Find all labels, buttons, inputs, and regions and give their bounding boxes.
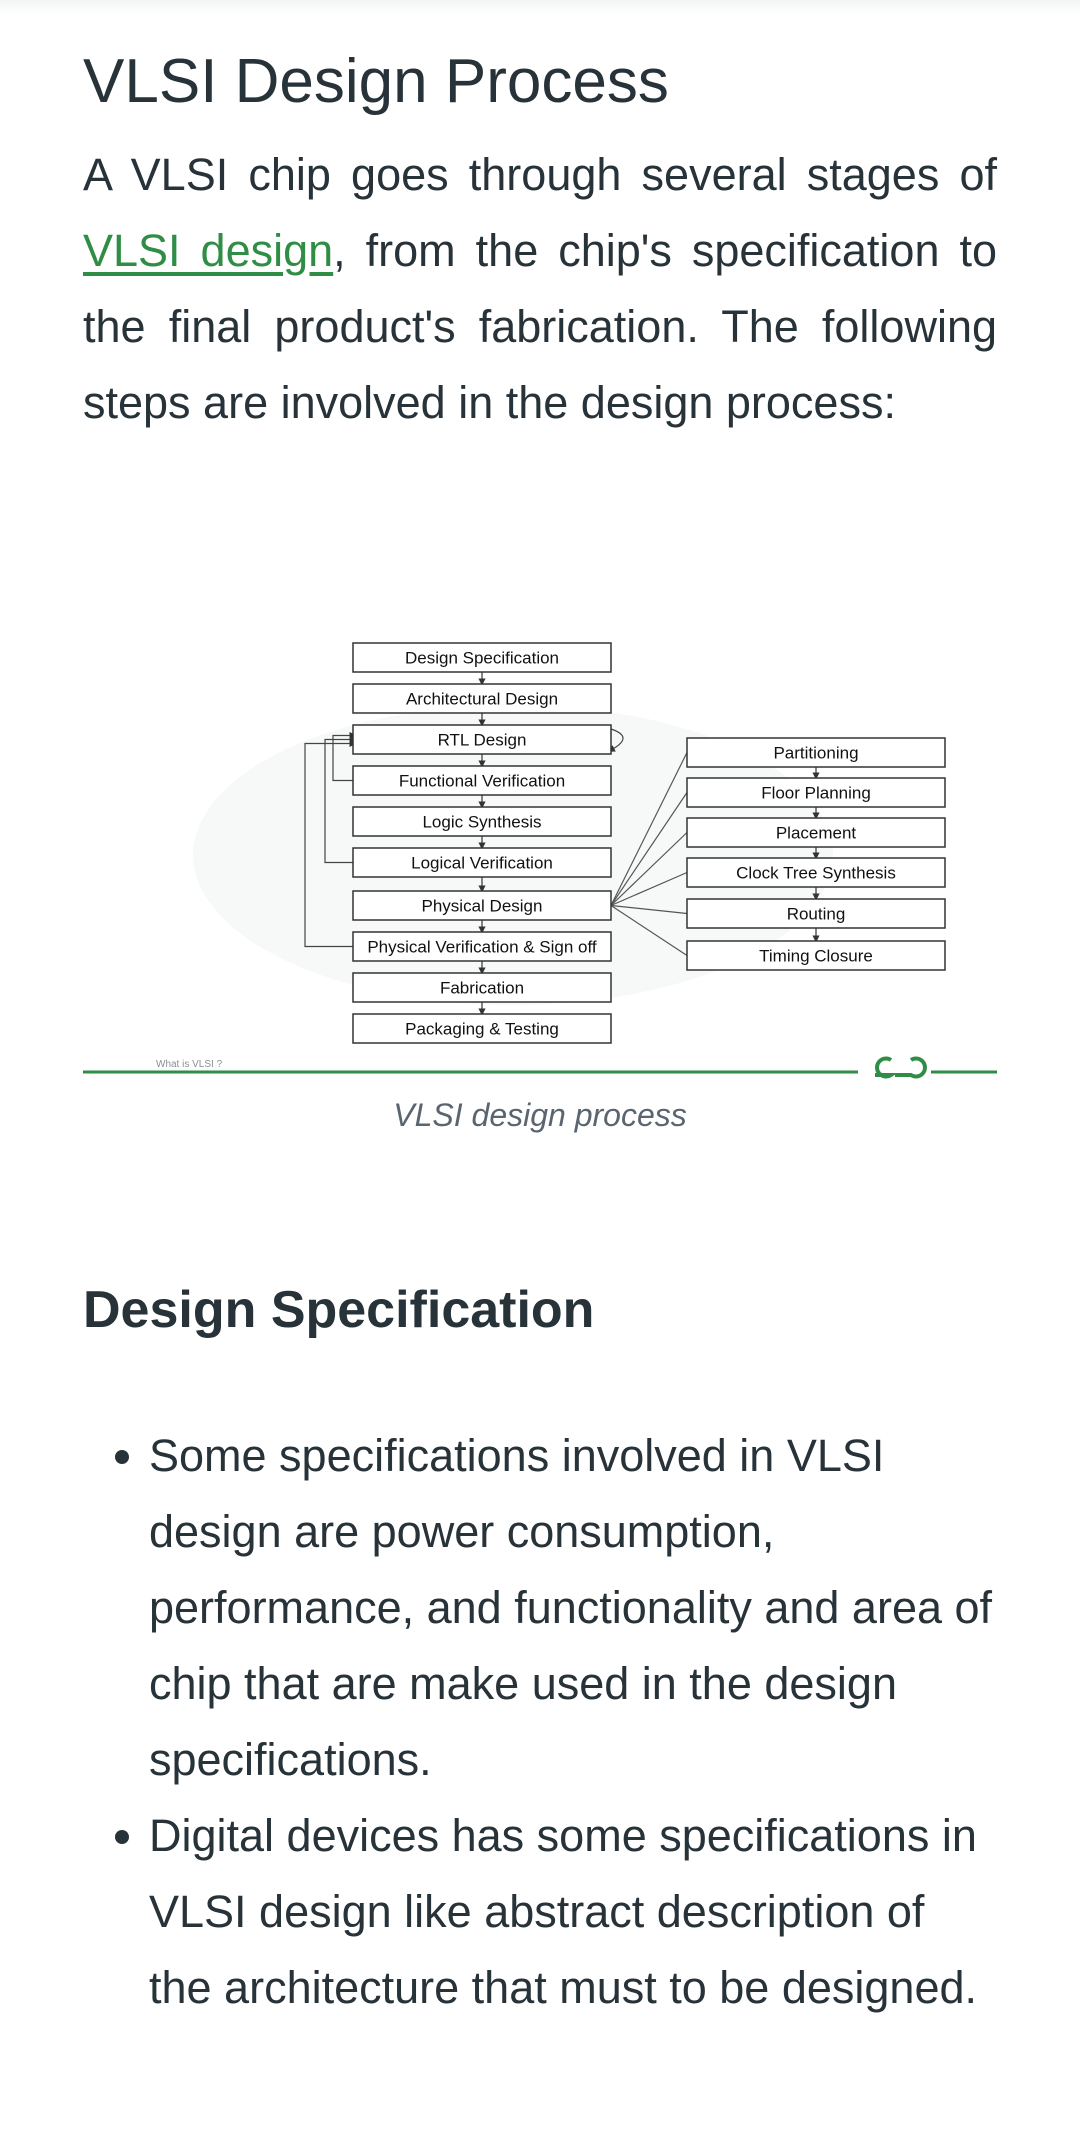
pd-step-routing: Routing <box>686 898 946 929</box>
list-item: Digital devices has some specifications … <box>83 1798 997 2026</box>
step-physical-verification-sign-off: Physical Verification & Sign off <box>352 931 612 962</box>
step-fabrication-box <box>352 972 612 1003</box>
pd-fanout-line <box>610 904 688 957</box>
list-item: Some specifications involved in VLSI des… <box>83 1418 997 1798</box>
vlsi-design-link[interactable]: VLSI design <box>83 225 334 276</box>
pd-step-placement-box <box>686 817 946 848</box>
pd-step-floor-planning-box <box>686 777 946 808</box>
pd-step-floor-planning: Floor Planning <box>686 777 946 808</box>
figure-watermark: What is VLSI ? <box>156 1059 223 1070</box>
pd-step-timing-closure-label: Timing Closure <box>759 947 873 966</box>
section-heading-design-specification: Design Specification <box>83 1281 595 1339</box>
step-design-specification-label: Design Specification <box>405 649 559 668</box>
step-rtl-design-label: RTL Design <box>438 731 527 750</box>
step-fabrication-label: Fabrication <box>440 979 524 998</box>
pd-step-clock-tree-synthesis-label: Clock Tree Synthesis <box>736 864 896 883</box>
pd-fanout-line <box>610 832 688 906</box>
step-rtl-design-box <box>352 724 612 755</box>
pd-step-placement: Placement <box>686 817 946 848</box>
pd-step-timing-closure: Timing Closure <box>686 940 946 971</box>
step-design-specification-box <box>352 642 612 673</box>
step-physical-verification-sign-off-label: Physical Verification & Sign off <box>367 938 597 957</box>
pd-step-timing-closure-box <box>686 940 946 971</box>
rtl-self-loop <box>607 728 624 752</box>
step-logical-verification: Logical Verification <box>352 847 612 878</box>
step-fabrication: Fabrication <box>352 972 612 1003</box>
pd-step-clock-tree-synthesis: Clock Tree Synthesis <box>686 857 946 888</box>
pd-fanout-line <box>610 871 688 907</box>
pd-fanout-line <box>610 792 688 906</box>
pd-step-partitioning-label: Partitioning <box>773 744 858 763</box>
step-functional-verification-box <box>352 765 612 796</box>
step-logic-synthesis: Logic Synthesis <box>352 806 612 837</box>
step-packaging-testing-box <box>352 1013 612 1044</box>
step-physical-verification-sign-off-box <box>352 931 612 962</box>
step-functional-verification: Functional Verification <box>352 765 612 796</box>
pd-step-routing-box <box>686 898 946 929</box>
step-architectural-design: Architectural Design <box>352 683 612 714</box>
intro-text-after-link: , from the chip's specification to the f… <box>83 225 998 428</box>
pd-step-placement-label: Placement <box>776 824 857 843</box>
pd-step-partitioning: Partitioning <box>686 737 946 768</box>
step-physical-design: Physical Design <box>352 890 612 921</box>
feedback-loop-functional <box>332 731 357 782</box>
step-packaging-testing: Packaging & Testing <box>352 1013 612 1044</box>
intro-paragraph: A VLSI chip goes through several stages … <box>83 137 997 441</box>
step-logic-synthesis-label: Logic Synthesis <box>422 813 541 832</box>
step-functional-verification-label: Functional Verification <box>399 772 565 791</box>
pd-fanout-line <box>610 752 688 906</box>
step-packaging-testing-label: Packaging & Testing <box>405 1020 559 1039</box>
diagram-connectors <box>304 672 820 1016</box>
step-physical-design-label: Physical Design <box>422 897 543 916</box>
feedback-loop-physical <box>304 739 357 948</box>
step-architectural-design-box <box>352 683 612 714</box>
feedback-loop-logical <box>324 735 357 864</box>
pd-step-partitioning-box <box>686 737 946 768</box>
figure-caption: VLSI design process <box>393 1097 687 1133</box>
pd-step-clock-tree-synthesis-box <box>686 857 946 888</box>
top-bar-shadow <box>0 0 1080 14</box>
step-rtl-design: RTL Design <box>352 724 612 755</box>
step-architectural-design-label: Architectural Design <box>406 690 558 709</box>
step-logical-verification-label: Logical Verification <box>411 854 553 873</box>
step-physical-design-box <box>352 890 612 921</box>
step-design-specification: Design Specification <box>352 642 612 673</box>
gfg-logo-icon <box>875 1056 927 1079</box>
intro-text-before-link: A VLSI chip goes through several stages … <box>83 149 997 200</box>
step-logical-verification-box <box>352 847 612 878</box>
pd-step-floor-planning-label: Floor Planning <box>761 784 871 803</box>
page-title: VLSI Design Process <box>83 47 669 116</box>
design-specification-list: Some specifications involved in VLSI des… <box>83 1418 997 2026</box>
pd-fanout-line <box>610 904 688 915</box>
step-logic-synthesis-box <box>352 806 612 837</box>
pd-step-routing-label: Routing <box>787 905 846 924</box>
